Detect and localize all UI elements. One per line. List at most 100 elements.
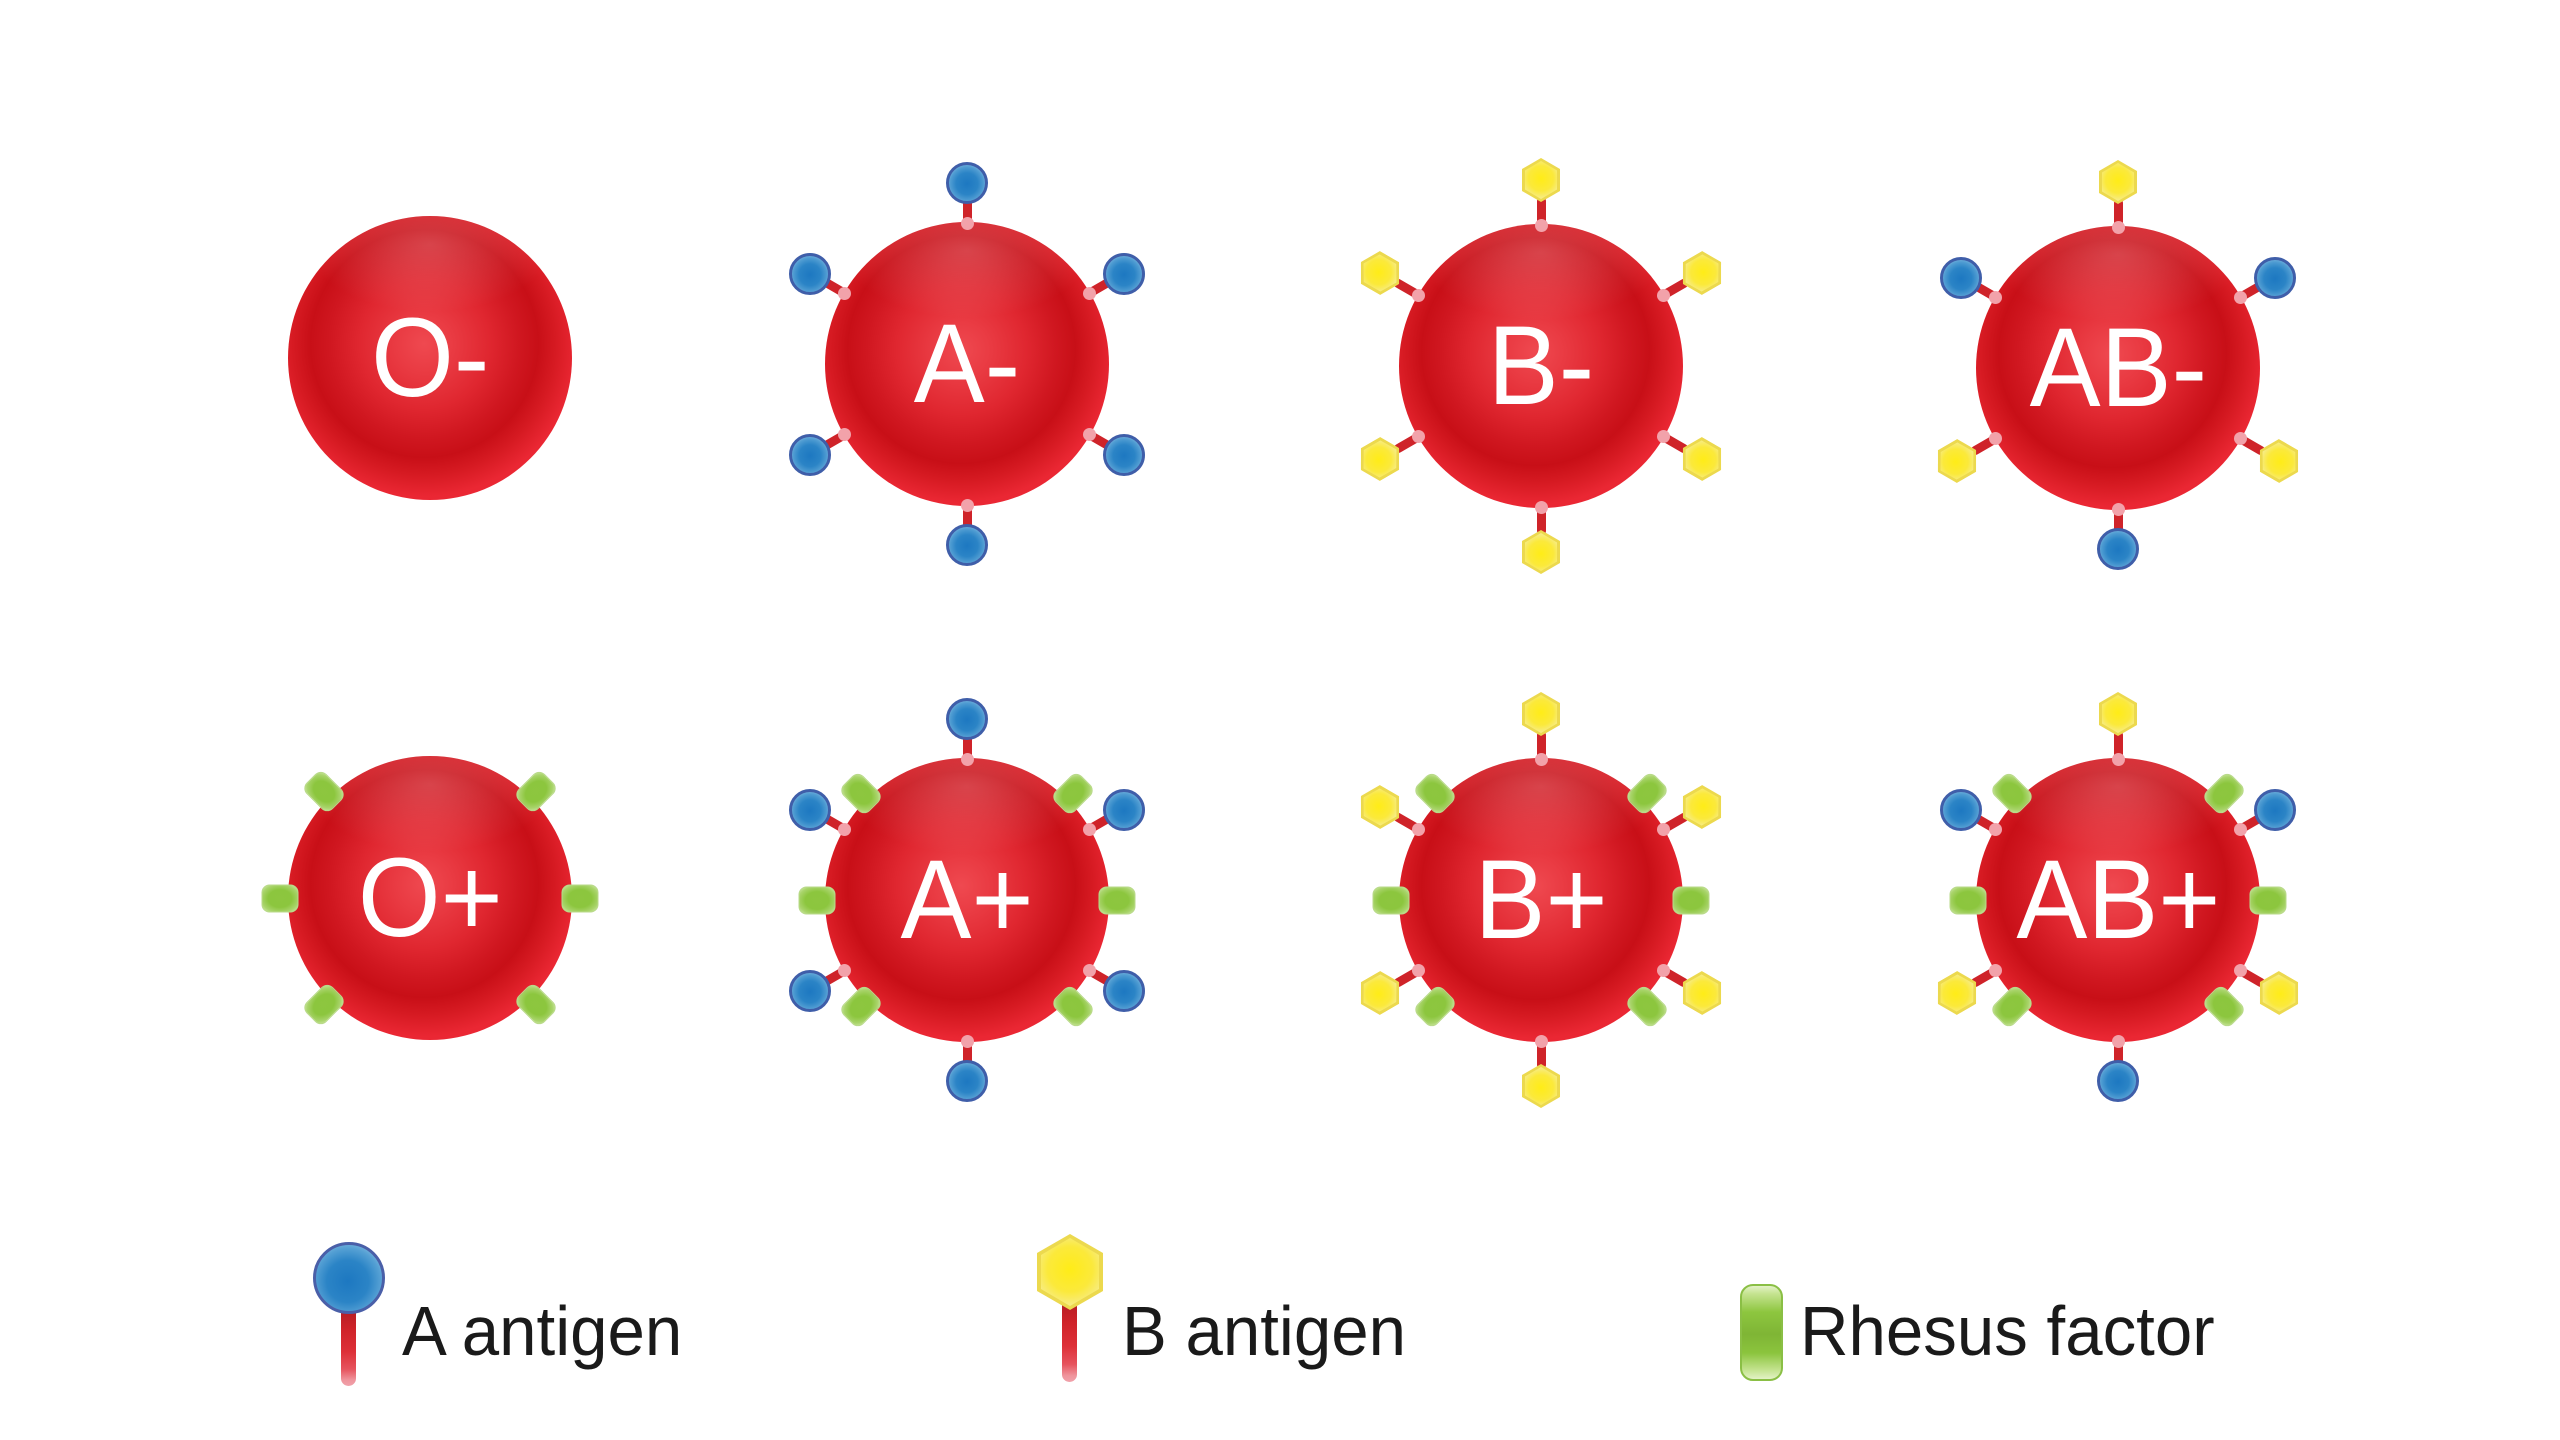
rhesus-factor-icon bbox=[2249, 886, 2287, 914]
a-antigen-icon bbox=[946, 698, 988, 740]
blood-type-label-bneg: B- bbox=[1487, 303, 1595, 428]
rhesus-factor-icon bbox=[1624, 983, 1671, 1030]
b-antigen-fill bbox=[2102, 163, 2134, 201]
antigen-base-dot bbox=[1656, 289, 1670, 302]
b-antigen-icon bbox=[1522, 692, 1560, 736]
a-antigen-icon bbox=[946, 524, 988, 566]
antigen-base-dot bbox=[1989, 964, 2003, 977]
antigen-base-dot bbox=[838, 964, 852, 977]
b-antigen-fill bbox=[2255, 438, 2304, 485]
b-antigen-legend-fill bbox=[1041, 1238, 1099, 1306]
b-antigen-icon bbox=[1351, 966, 1408, 1021]
a-antigen-legend-label: A antigen bbox=[402, 1292, 683, 1370]
rhesus-factor-icon bbox=[837, 770, 884, 817]
b-antigen-icon bbox=[1522, 530, 1560, 574]
antigen-base-dot bbox=[1656, 430, 1670, 443]
a-antigen-icon bbox=[2097, 1060, 2139, 1102]
rhesus-factor-icon bbox=[1411, 770, 1458, 817]
b-antigen-fill bbox=[2255, 970, 2304, 1017]
a-antigen-icon bbox=[1102, 433, 1145, 476]
b-antigen-icon bbox=[1351, 246, 1408, 301]
b-antigen-icon bbox=[2099, 692, 2137, 736]
antigen-base-dot bbox=[1412, 964, 1426, 977]
blood-cell-abneg: AB- bbox=[1976, 160, 2260, 570]
blood-cell-bneg: B- bbox=[1399, 158, 1683, 508]
rhesus-factor-icon bbox=[561, 884, 599, 912]
antigen-stick bbox=[1536, 731, 1546, 765]
antigen-stick bbox=[962, 731, 972, 765]
b-antigen-icon bbox=[2251, 434, 2308, 489]
b-antigen-icon bbox=[1674, 966, 1731, 1021]
a-antigen-icon bbox=[789, 252, 832, 295]
antigen-base-dot bbox=[1082, 964, 1096, 977]
antigen-base-dot bbox=[1534, 500, 1548, 514]
b-antigen-fill bbox=[1355, 784, 1404, 831]
antigen-base-dot bbox=[1412, 823, 1426, 836]
b-antigen-fill bbox=[1678, 250, 1727, 297]
a-antigen-icon bbox=[1102, 788, 1145, 831]
antigen-base-dot bbox=[1534, 218, 1548, 232]
rhesus-factor-icon bbox=[1411, 983, 1458, 1030]
blood-cell-bpos: B+ bbox=[1399, 692, 1683, 1042]
antigen-base-dot bbox=[1082, 428, 1096, 441]
antigen-base-dot bbox=[2233, 823, 2247, 836]
rhesus-factor-icon bbox=[1988, 983, 2035, 1030]
blood-type-label-abpos: AB+ bbox=[2015, 837, 2221, 962]
b-antigen-fill bbox=[1678, 970, 1727, 1017]
b-antigen-icon bbox=[1928, 966, 1985, 1021]
antigen-base-dot bbox=[1989, 432, 2003, 445]
antigen-base-dot bbox=[2111, 1034, 2125, 1048]
b-antigen-legend-icon bbox=[1037, 1234, 1103, 1310]
b-antigen-icon bbox=[1522, 1064, 1560, 1108]
b-antigen-fill bbox=[1525, 161, 1557, 199]
antigen-base-dot bbox=[2111, 502, 2125, 516]
antigen-base-dot bbox=[838, 823, 852, 836]
antigen-stick bbox=[1536, 197, 1546, 231]
a-antigen-icon bbox=[1102, 969, 1145, 1012]
antigen-base-dot bbox=[2111, 220, 2125, 234]
b-antigen-legend-stick bbox=[1062, 1302, 1077, 1382]
rhesus-factor-icon bbox=[1050, 770, 1097, 817]
rhesus-factor-icon bbox=[2201, 770, 2248, 817]
a-antigen-icon bbox=[946, 162, 988, 204]
a-antigen-legend-icon bbox=[313, 1242, 385, 1314]
rhesus-factor-icon bbox=[513, 981, 560, 1028]
rhesus-factor-icon bbox=[1098, 886, 1136, 914]
blood-type-label-opos: O+ bbox=[357, 835, 503, 960]
b-antigen-icon bbox=[1351, 432, 1408, 487]
antigen-base-dot bbox=[2233, 291, 2247, 304]
antigen-base-dot bbox=[1534, 1034, 1548, 1048]
a-antigen-icon bbox=[789, 969, 832, 1012]
a-antigen-legend-stick bbox=[341, 1310, 356, 1386]
antigen-base-dot bbox=[838, 428, 852, 441]
rhesus-factor-icon bbox=[1988, 770, 2035, 817]
blood-type-label-aneg: A- bbox=[913, 301, 1021, 426]
b-antigen-icon bbox=[1674, 780, 1731, 835]
blood-cell-aneg: A- bbox=[789, 162, 1145, 566]
blood-cell-oneg: O- bbox=[288, 216, 572, 500]
antigen-base-dot bbox=[1656, 823, 1670, 836]
a-antigen-icon bbox=[2253, 256, 2296, 299]
antigen-base-dot bbox=[1656, 964, 1670, 977]
blood-type-label-bpos: B+ bbox=[1474, 837, 1608, 962]
rhesus-factor-icon bbox=[261, 884, 299, 912]
blood-type-label-oneg: O- bbox=[370, 295, 490, 420]
rhesus-factor-icon bbox=[513, 768, 560, 815]
a-antigen-icon bbox=[1940, 256, 1983, 299]
b-antigen-icon bbox=[1674, 432, 1731, 487]
rhesus-factor-icon bbox=[1372, 886, 1410, 914]
antigen-base-dot bbox=[1534, 752, 1548, 766]
antigen-stick bbox=[2113, 199, 2123, 233]
antigen-base-dot bbox=[1989, 823, 2003, 836]
rhesus-factor-icon bbox=[300, 768, 347, 815]
antigen-base-dot bbox=[838, 287, 852, 300]
blood-type-label-apos: A+ bbox=[900, 837, 1034, 962]
b-antigen-icon bbox=[1351, 780, 1408, 835]
rhesus-factor-icon bbox=[300, 981, 347, 1028]
rhesus-factor-icon bbox=[1624, 770, 1671, 817]
b-antigen-fill bbox=[1678, 436, 1727, 483]
b-antigen-icon bbox=[1928, 434, 1985, 489]
b-antigen-icon bbox=[2251, 966, 2308, 1021]
a-antigen-icon bbox=[789, 788, 832, 831]
